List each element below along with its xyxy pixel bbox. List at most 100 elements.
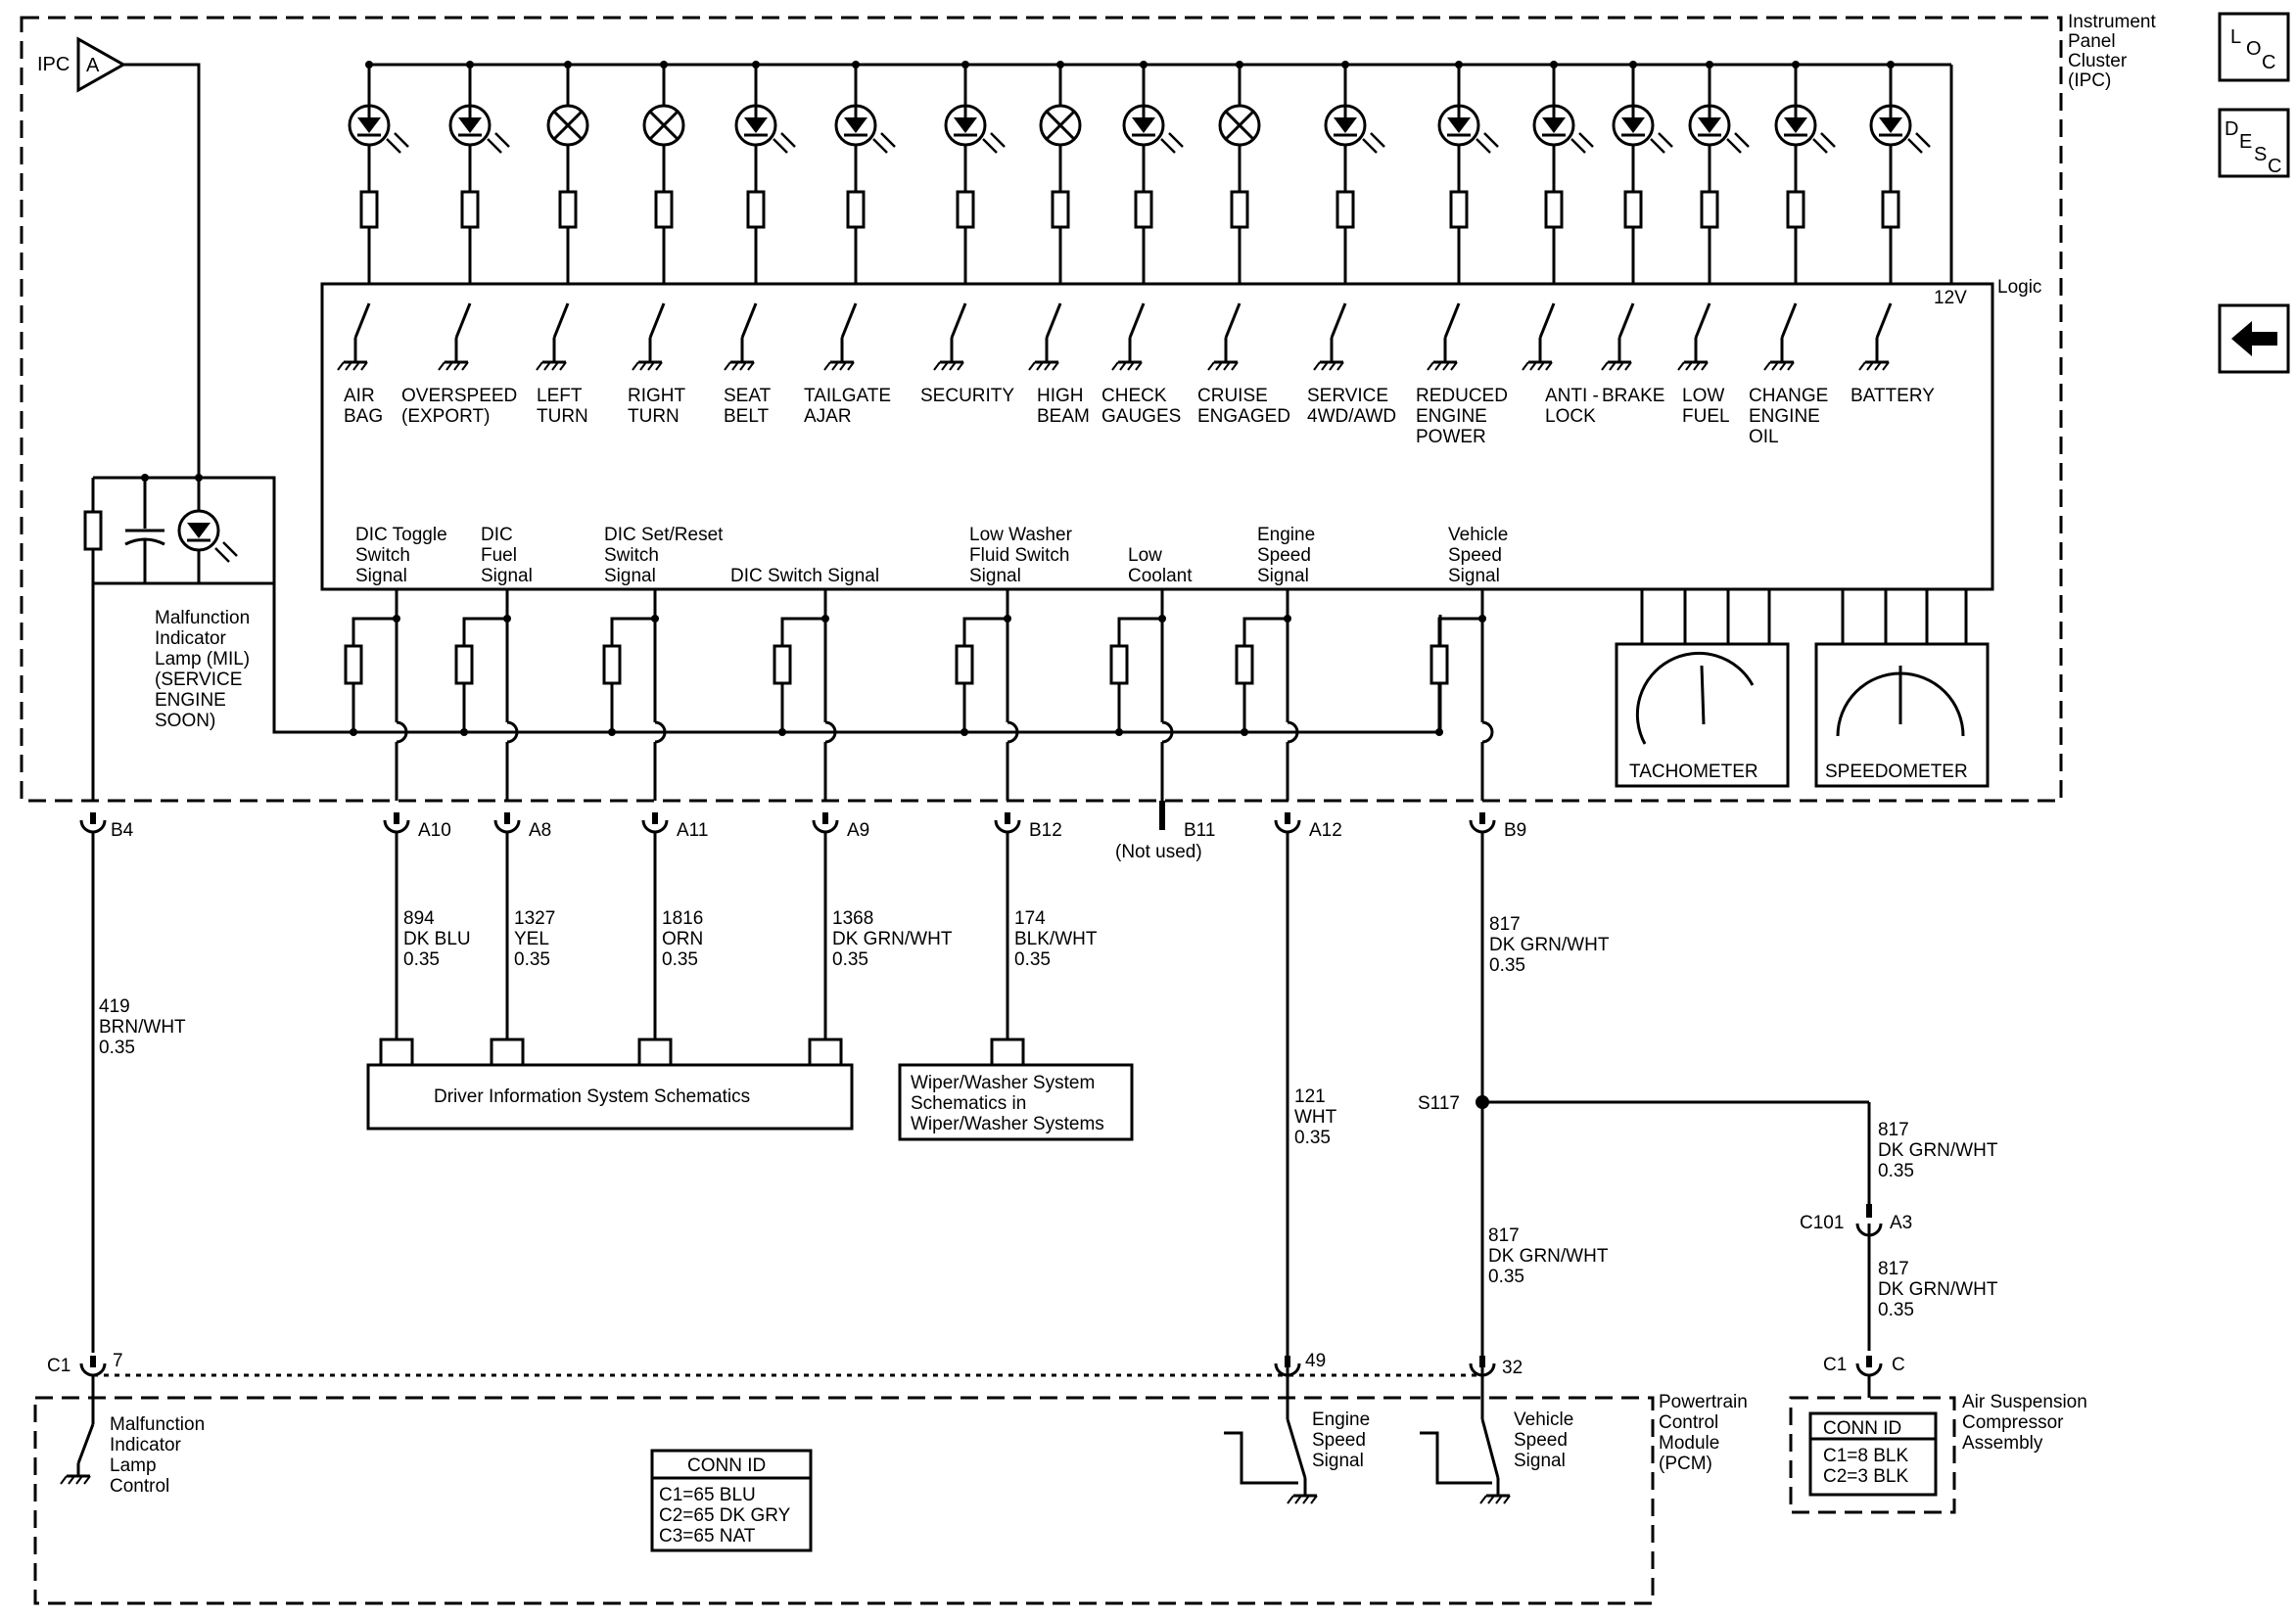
svg-text:Schematics in: Schematics in bbox=[911, 1093, 1026, 1114]
v12-label: 12V bbox=[1934, 288, 1967, 308]
indicator-16: BATTERY bbox=[1851, 61, 1935, 406]
wire-label: WHT bbox=[1294, 1107, 1337, 1128]
indicator-label: SEAT bbox=[724, 386, 772, 406]
svg-text:0.35: 0.35 bbox=[1878, 1161, 1914, 1181]
indicator-label: CHECK bbox=[1101, 386, 1167, 406]
svg-text:Engine: Engine bbox=[1312, 1409, 1370, 1430]
signal-circuit-5: B11(Not used) bbox=[1109, 589, 1215, 862]
svg-text:Module: Module bbox=[1659, 1433, 1719, 1454]
svg-text:Signal: Signal bbox=[1257, 566, 1309, 586]
resistor bbox=[846, 190, 866, 229]
resistor bbox=[558, 190, 578, 229]
svg-text:BRN/WHT: BRN/WHT bbox=[99, 1017, 186, 1038]
mil-wire: B4 419 BRN/WHT 0.35 bbox=[79, 810, 186, 1353]
logic-label: Logic bbox=[1997, 277, 2041, 298]
ipc-boundary bbox=[20, 16, 2063, 803]
wire-label: DK GRN/WHT bbox=[832, 929, 953, 949]
svg-text:Signal: Signal bbox=[1312, 1451, 1364, 1471]
wire-label: DK GRN/WHT bbox=[1489, 935, 1610, 955]
ipc-label: IPC bbox=[37, 54, 70, 75]
svg-text:Fuel: Fuel bbox=[481, 545, 517, 566]
svg-text:SOON): SOON) bbox=[155, 711, 215, 731]
wire-label: 0.35 bbox=[403, 949, 440, 970]
loc-button[interactable]: L O C bbox=[2218, 12, 2290, 82]
resistor bbox=[746, 190, 766, 229]
indicator-label: (EXPORT) bbox=[401, 406, 490, 427]
speedometer-label: SPEEDOMETER bbox=[1825, 762, 1968, 782]
svg-text:Switch: Switch bbox=[355, 545, 410, 566]
pcm-engine-speed: 49 Engine Speed Signal bbox=[1224, 1351, 1370, 1505]
resistor bbox=[1051, 190, 1070, 229]
wire-label: 0.35 bbox=[514, 949, 550, 970]
c101-connector: C101 A3 817 DK GRN/WHT 0.35 bbox=[1800, 1204, 1998, 1351]
ipc-title: Instrument Panel Cluster (IPC) bbox=[2068, 12, 2156, 91]
wire-label: 121 bbox=[1294, 1086, 1326, 1107]
ipc-connector-letter: A bbox=[86, 55, 100, 76]
indicator-1: OVERSPEED(EXPORT) bbox=[401, 61, 517, 427]
svg-text:Coolant: Coolant bbox=[1128, 566, 1193, 586]
mil-circuit: Malfunction Indicator Lamp (MIL) (SERVIC… bbox=[83, 474, 1442, 801]
resistor bbox=[1235, 644, 1254, 685]
svg-text:C101: C101 bbox=[1800, 1213, 1844, 1233]
svg-text:Assembly: Assembly bbox=[1962, 1433, 2043, 1454]
svg-text:C1=8 BLK: C1=8 BLK bbox=[1823, 1446, 1908, 1466]
svg-text:Instrument: Instrument bbox=[2068, 12, 2156, 32]
svg-text:E: E bbox=[2239, 131, 2252, 153]
svg-text:DIC Switch Signal: DIC Switch Signal bbox=[730, 566, 879, 586]
svg-text:S: S bbox=[2254, 144, 2267, 165]
svg-text:Wiper/Washer Systems: Wiper/Washer Systems bbox=[911, 1114, 1104, 1134]
indicator-label: HIGH bbox=[1037, 386, 1084, 406]
wire-label: DK BLU bbox=[403, 929, 471, 949]
desc-button[interactable]: D E S C bbox=[2218, 108, 2290, 178]
resistor bbox=[1335, 190, 1355, 229]
svg-text:0.35: 0.35 bbox=[1878, 1300, 1914, 1320]
svg-text:Malfunction: Malfunction bbox=[155, 608, 250, 628]
svg-text:Signal: Signal bbox=[604, 566, 656, 586]
pin-label: B9 bbox=[1504, 820, 1526, 841]
indicator-label: OIL bbox=[1749, 427, 1779, 447]
resistor bbox=[460, 190, 480, 229]
indicator-label: FUEL bbox=[1682, 406, 1730, 427]
resistor bbox=[955, 644, 974, 685]
svg-text:DK GRN/WHT: DK GRN/WHT bbox=[1878, 1279, 1998, 1300]
resistor bbox=[1881, 190, 1900, 229]
indicator-label: AJAR bbox=[804, 406, 852, 427]
svg-text:DIC Set/Reset: DIC Set/Reset bbox=[604, 525, 724, 545]
wire-label: 0.35 bbox=[1294, 1128, 1331, 1148]
back-button[interactable] bbox=[2218, 303, 2290, 374]
resistor bbox=[1700, 190, 1719, 229]
svg-text:C: C bbox=[1892, 1355, 1905, 1375]
indicator-label: GAUGES bbox=[1101, 406, 1181, 427]
svg-text:C2=3 BLK: C2=3 BLK bbox=[1823, 1466, 1908, 1487]
resistor bbox=[1623, 190, 1643, 229]
resistor bbox=[1786, 190, 1805, 229]
svg-text:C1=65 BLU: C1=65 BLU bbox=[659, 1485, 756, 1505]
indicator-label: LOCK bbox=[1545, 406, 1596, 427]
indicator-label: CHANGE bbox=[1749, 386, 1828, 406]
resistor bbox=[956, 190, 975, 229]
svg-text:49: 49 bbox=[1305, 1351, 1326, 1371]
svg-text:Switch: Switch bbox=[604, 545, 659, 566]
svg-text:Air Suspension: Air Suspension bbox=[1962, 1392, 2087, 1412]
svg-text:(PCM): (PCM) bbox=[1659, 1454, 1712, 1474]
svg-text:A3: A3 bbox=[1890, 1213, 1912, 1233]
indicator-label: BAG bbox=[344, 406, 383, 427]
svg-text:32: 32 bbox=[1502, 1358, 1523, 1378]
indicator-label: TURN bbox=[537, 406, 588, 427]
svg-text:D: D bbox=[2225, 118, 2238, 140]
svg-text:Low Washer: Low Washer bbox=[969, 525, 1073, 545]
svg-text:Control: Control bbox=[110, 1476, 169, 1497]
wire-label: 1368 bbox=[832, 908, 873, 929]
indicator-lamps: AIRBAGOVERSPEED(EXPORT)LEFTTURNRIGHTTURN… bbox=[336, 61, 1935, 447]
indicator-label: TURN bbox=[628, 406, 679, 427]
